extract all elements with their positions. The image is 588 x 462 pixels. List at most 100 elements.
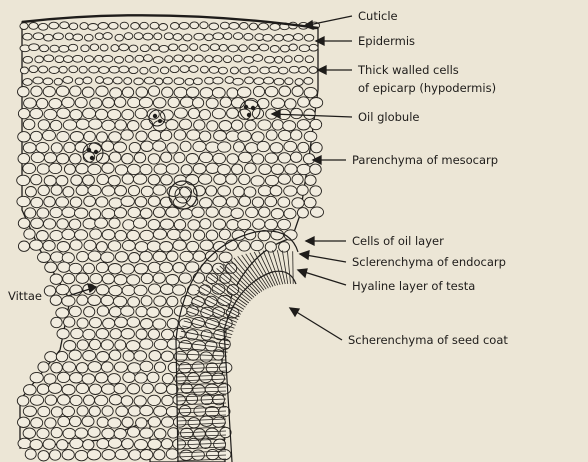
tissue-cell bbox=[193, 141, 206, 151]
tissue-cell bbox=[83, 175, 95, 185]
tissue-cell bbox=[136, 418, 147, 428]
tissue-cell bbox=[88, 362, 101, 372]
tissue-cell bbox=[212, 417, 225, 427]
tissue-cell bbox=[150, 22, 159, 29]
tissue-cell bbox=[84, 307, 95, 317]
tissue-cell bbox=[63, 120, 76, 130]
tissue-cell bbox=[167, 296, 178, 306]
hyaline-line bbox=[287, 251, 290, 284]
tissue-cell bbox=[18, 417, 30, 427]
tissue-cell bbox=[148, 417, 160, 427]
tissue-cell bbox=[121, 329, 134, 339]
tissue-cell bbox=[50, 230, 63, 240]
tissue-cell bbox=[299, 45, 309, 52]
tissue-cell bbox=[58, 262, 70, 272]
tissue-cell bbox=[187, 87, 199, 97]
tissue-cell bbox=[194, 406, 206, 416]
tissue-cell bbox=[122, 174, 133, 184]
tissue-cell bbox=[269, 66, 279, 73]
tissue-cell bbox=[110, 88, 122, 98]
tissue-cell bbox=[18, 218, 30, 228]
tissue-cell bbox=[44, 286, 55, 296]
tissue-cell bbox=[213, 56, 222, 63]
tissue-cell bbox=[159, 24, 168, 31]
tissue-cell bbox=[81, 45, 89, 52]
tissue-cell bbox=[265, 196, 277, 206]
tissue-cell bbox=[140, 450, 153, 460]
tissue-cell bbox=[115, 97, 126, 107]
tissue-cell bbox=[297, 208, 308, 218]
tissue-cell bbox=[35, 56, 44, 63]
tissue-cell bbox=[226, 197, 238, 207]
tissue-cell bbox=[23, 79, 32, 86]
tissue-cells bbox=[17, 22, 324, 461]
tissue-cell bbox=[24, 385, 37, 395]
tissue-cell bbox=[166, 164, 179, 174]
tissue-cell bbox=[310, 98, 323, 108]
tissue-cell bbox=[109, 132, 122, 142]
tissue-cell bbox=[205, 384, 218, 394]
tissue-cell bbox=[227, 88, 238, 98]
tissue-cell bbox=[147, 307, 159, 317]
tissue-cell bbox=[114, 275, 127, 285]
tissue-cell bbox=[126, 341, 139, 351]
tissue-cell bbox=[62, 253, 74, 263]
tissue-cell bbox=[206, 163, 219, 173]
tissue-cell bbox=[174, 78, 184, 85]
tissue-cell bbox=[210, 44, 219, 51]
tissue-cell bbox=[161, 439, 172, 449]
tissue-cell bbox=[70, 86, 81, 96]
tissue-cell bbox=[227, 154, 239, 164]
tissue-cell bbox=[229, 23, 239, 30]
tissue-cell bbox=[83, 77, 92, 84]
tissue-cell bbox=[56, 197, 69, 207]
tissue-cell bbox=[23, 56, 32, 63]
tissue-cell bbox=[18, 108, 29, 118]
tissue-cell bbox=[43, 78, 53, 85]
tissue-cell bbox=[110, 329, 122, 339]
tissue-cell bbox=[108, 241, 121, 251]
tissue-cell bbox=[124, 33, 133, 40]
label-oil-globule: Oil globule bbox=[358, 110, 420, 124]
tissue-cell bbox=[188, 373, 200, 383]
tissue-cell bbox=[77, 318, 88, 328]
tissue-cell bbox=[166, 120, 178, 130]
tissue-cell bbox=[109, 350, 120, 360]
tissue-cell bbox=[298, 142, 309, 152]
tissue-cell bbox=[127, 275, 140, 285]
tissue-cell bbox=[219, 229, 230, 239]
tissue-cell bbox=[180, 66, 189, 73]
tissue-cell bbox=[128, 406, 140, 416]
tissue-cell bbox=[63, 273, 75, 283]
tissue-cell bbox=[49, 98, 62, 108]
tissue-cell bbox=[207, 449, 219, 459]
tissue-cell bbox=[213, 153, 226, 163]
tissue-cell bbox=[259, 23, 269, 30]
tissue-cell bbox=[109, 198, 122, 208]
tissue-cell bbox=[187, 130, 200, 140]
tissue-cell bbox=[71, 328, 83, 338]
tissue-cell bbox=[289, 44, 297, 51]
tissue-cell bbox=[84, 240, 96, 250]
tissue-cell bbox=[285, 78, 293, 85]
tissue-cell bbox=[30, 108, 43, 118]
tissue-cell bbox=[20, 23, 28, 30]
tissue-cell bbox=[38, 252, 51, 262]
tissue-cell bbox=[101, 295, 113, 305]
tissue-cell bbox=[186, 175, 199, 185]
tissue-cell bbox=[187, 241, 199, 251]
tissue-cell bbox=[154, 339, 167, 349]
tissue-cell bbox=[31, 174, 42, 184]
tissue-cell bbox=[83, 108, 96, 118]
tissue-cell bbox=[149, 351, 161, 361]
tissue-cell bbox=[233, 186, 244, 196]
tissue-cell bbox=[102, 230, 115, 240]
tissue-cell bbox=[29, 44, 39, 51]
tissue-cell bbox=[97, 352, 109, 362]
tissue-cell bbox=[62, 229, 75, 239]
tissue-cell bbox=[140, 361, 153, 371]
tissue-cell bbox=[253, 55, 263, 62]
tissue-cell bbox=[70, 109, 82, 119]
tissue-cell bbox=[180, 450, 193, 460]
tissue-cell bbox=[73, 34, 83, 41]
